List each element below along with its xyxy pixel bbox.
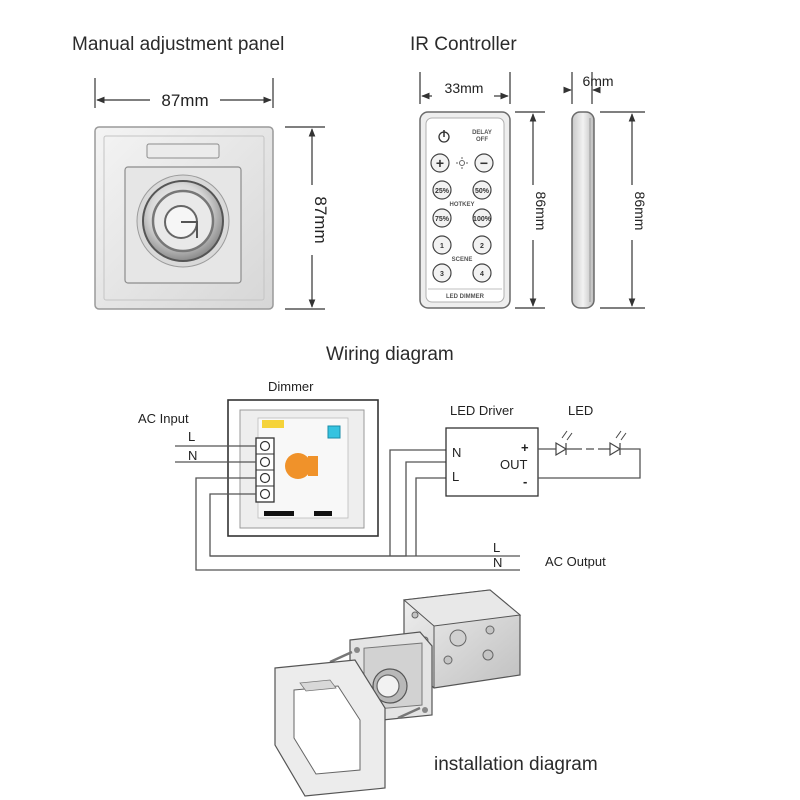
remote-depth-label: 6mm [582,73,613,89]
manual-panel-drawing: 87mm 87mm [94,78,330,310]
panel-width-label: 87mm [161,91,208,110]
hotkey-25-label: 25% [435,188,450,195]
delay-off-label-2: OFF [476,137,488,143]
hotkey-50-button[interactable] [472,180,492,200]
driver-n-label: N [452,445,461,460]
power-icon [438,130,450,143]
dimmer-label: Dimmer [268,379,314,394]
input-n-label: N [188,448,197,463]
scene-1-label: 1 [440,243,444,250]
installation-diagram-title: installation diagram [434,754,598,775]
indicator-led [262,420,284,428]
driver-out-minus: - [523,474,527,489]
output-l-label: L [493,540,500,555]
ir-receiver [327,425,341,439]
scene-2-button[interactable] [472,235,492,255]
remote-width-label: 33mm [445,80,484,96]
driver-out-label: OUT [500,457,528,472]
wiring-diagram: Dimmer AC Input L N LED [138,379,641,571]
remote-height-label: 86mm [533,192,549,231]
remote-footer-label: LED DIMMER [446,294,485,300]
terminal-block [255,437,275,503]
hotkey-100-button[interactable] [472,208,492,228]
wiring-diagram-title: Wiring diagram [326,344,454,365]
led-driver-box [445,427,539,497]
manual-panel-title: Manual adjustment panel [72,34,284,55]
ac-input-label: AC Input [138,411,189,426]
dimmer-module [329,631,433,723]
ac-output-label: AC Output [545,554,606,569]
brightness-plus-button[interactable] [430,153,450,173]
hotkey-100-label: 100% [473,216,492,223]
installation-drawing [274,589,522,797]
scene-4-label: 4 [480,271,484,278]
scene-3-button[interactable] [432,263,452,283]
input-l-label: L [188,429,195,444]
scene-3-label: 3 [440,271,444,278]
remote-side-height-label: 86mm [632,192,648,231]
wall-box [402,589,522,689]
led-diode-1 [555,430,573,457]
hotkey-75-button[interactable] [432,208,452,228]
led-driver-label: LED Driver [450,403,514,418]
brightness-icon [456,157,468,169]
hotkey-75-label: 75% [435,216,450,223]
scene-1-button[interactable] [432,235,452,255]
dimmer-knob [285,453,311,479]
faceplate [274,659,386,797]
ir-remote-side: 6mm 86mm [563,72,648,309]
hotkey-50-label: 50% [475,188,490,195]
ir-remote-front: 33mm DELAY OFF + − 25% 50% HOTKEY 75% 10… [419,72,549,309]
panel-height-label: 87mm [311,196,330,243]
plus-label: + [436,155,444,171]
driver-l-label: L [452,469,459,484]
delay-off-label-1: DELAY [472,130,492,136]
hotkey-25-button[interactable] [432,180,452,200]
driver-out-plus: + [521,440,529,455]
scene-4-button[interactable] [472,263,492,283]
hotkey-label: HOTKEY [449,202,474,208]
led-diode-2 [609,430,627,457]
minus-label: − [480,155,488,171]
output-n-label: N [493,555,502,570]
scene-label: SCENE [452,257,473,263]
led-label: LED [568,403,593,418]
ir-controller-title: IR Controller [410,34,517,55]
scene-2-label: 2 [480,243,484,250]
brightness-minus-button[interactable] [474,153,494,173]
